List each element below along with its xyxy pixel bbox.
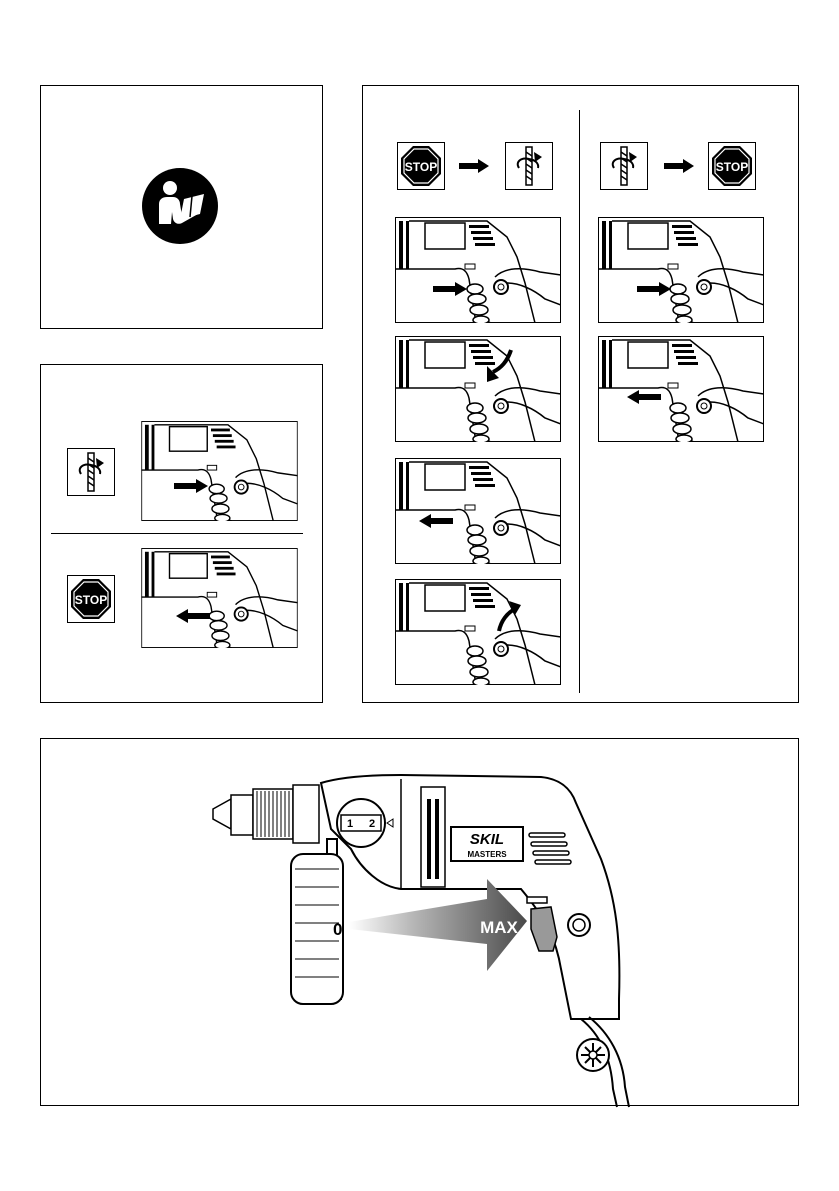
read-manual-icon: [140, 166, 220, 246]
lock-panel: STOP STOP: [362, 85, 799, 703]
speed-max-label: MAX: [480, 918, 518, 937]
lock-step-3-illustration: [395, 458, 561, 564]
arrow-left-icon: [176, 609, 210, 623]
arrow-right-icon: [174, 479, 208, 493]
arrow-left-icon: [419, 514, 453, 528]
manual-panel: [40, 85, 323, 329]
rotation-icon: [600, 142, 648, 190]
divider: [51, 533, 303, 534]
curved-arrow-icon: [485, 348, 515, 384]
stop-sign-icon: STOP: [397, 142, 445, 190]
brand-line: MASTERS: [467, 850, 507, 859]
stop-sign-icon: STOP: [708, 142, 756, 190]
unlock-step-2-illustration: [598, 336, 764, 442]
arrow-right-icon: [433, 282, 467, 296]
unlock-step-1-illustration: [598, 217, 764, 323]
drill-trigger-release-illustration: [140, 548, 299, 648]
stop-label: STOP: [716, 160, 748, 174]
drill-trigger-illustration: [140, 421, 299, 521]
dial-right-label: 2: [369, 818, 375, 830]
curved-arrow-up-icon: [495, 599, 523, 633]
stop-label: STOP: [75, 593, 107, 607]
arrow-right-icon: [664, 159, 694, 173]
rotation-icon: [67, 448, 115, 496]
lock-step-2-illustration: [395, 336, 561, 442]
arrow-right-icon: [459, 159, 489, 173]
speed-panel: 1 2 SKIL MASTERS 0 MAX: [40, 738, 799, 1106]
rotation-icon: [505, 142, 553, 190]
switch-panel: STOP: [40, 364, 323, 703]
arrow-left-icon: [627, 390, 661, 404]
arrow-right-icon: [637, 282, 671, 296]
lock-step-4-illustration: [395, 579, 561, 685]
drill-illustration: 1 2 SKIL MASTERS 0 MAX: [41, 739, 800, 1107]
column-divider: [579, 110, 580, 693]
stop-label: STOP: [405, 160, 437, 174]
lock-step-1-illustration: [395, 217, 561, 323]
brand-logo: SKIL: [470, 831, 504, 848]
stop-sign-icon: STOP: [67, 575, 115, 623]
speed-min-label: 0: [333, 920, 342, 939]
dial-left-label: 1: [347, 818, 353, 830]
